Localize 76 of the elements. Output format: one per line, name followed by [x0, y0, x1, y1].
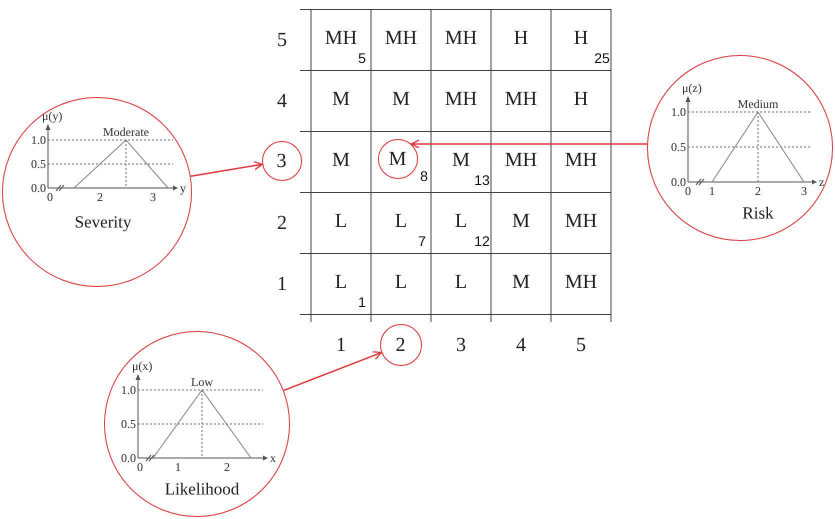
chart-title: Severity	[74, 214, 132, 230]
tick-label: 0.0	[31, 182, 46, 194]
risk-level: L	[394, 272, 408, 292]
cell-index: 25	[594, 51, 610, 65]
arrow	[410, 139, 648, 149]
arrow	[283, 351, 382, 392]
column-number: 4	[516, 335, 526, 355]
risk-level: M	[452, 150, 470, 170]
axis-label: μ(y)	[42, 110, 62, 122]
tick-label: 1.0	[671, 106, 686, 118]
risk-level: MH	[564, 272, 598, 292]
tick-label: 0.0	[671, 176, 686, 188]
cell-index: 13	[474, 173, 490, 187]
tick-label: 0	[47, 191, 53, 203]
risk-level: MH	[564, 210, 598, 230]
tick-label: 0	[685, 185, 691, 197]
row-number: 1	[277, 274, 287, 294]
axis-label: z	[819, 176, 824, 188]
risk-level: H	[514, 28, 528, 48]
curve-label: Medium	[738, 98, 778, 110]
tick-label: 0	[137, 461, 143, 473]
tick-label: 0.0	[121, 452, 136, 464]
column-number: 3	[456, 335, 466, 355]
axis-label: x	[270, 452, 276, 464]
risk-level: MH	[324, 28, 358, 48]
axis-number: 3	[276, 150, 286, 170]
curve-label: Low	[191, 376, 213, 388]
row-number: 5	[277, 30, 287, 50]
tick-label: 3	[150, 191, 156, 203]
risk-level: L	[454, 210, 468, 230]
risk-level: MH	[444, 28, 478, 48]
risk-level: M	[332, 88, 350, 108]
tick-label: 0.5	[31, 158, 46, 170]
cell-index: 8	[420, 169, 428, 183]
risk-level: MH	[444, 88, 478, 108]
row-number: 4	[277, 90, 287, 110]
risk-level: H	[574, 88, 588, 108]
tick-label: 0.5	[671, 141, 686, 153]
cell-index: 1	[358, 295, 366, 309]
risk-level: M	[392, 88, 410, 108]
cell-index: 5	[358, 51, 366, 65]
risk-level: L	[394, 210, 408, 230]
risk-level: MH	[504, 88, 538, 108]
axis-label: μ(x)	[132, 360, 152, 372]
risk-level: M	[388, 148, 406, 168]
axis-label: y	[180, 182, 186, 194]
risk-level: MH	[564, 150, 598, 170]
cell-index: 7	[418, 234, 426, 248]
tick-label: 0.5	[121, 418, 136, 430]
tick-label: 1.0	[121, 384, 136, 396]
risk-level: L	[454, 272, 468, 292]
tick-label: 2	[97, 191, 103, 203]
cell-index: 12	[474, 234, 490, 248]
axis-label: μ(z)	[682, 82, 702, 94]
risk-level: M	[332, 150, 350, 170]
tick-label: 3	[801, 185, 807, 197]
risk-level: MH	[504, 150, 538, 170]
chart-title: Likelihood	[164, 480, 240, 498]
tick-label: 1.0	[31, 134, 46, 146]
risk-level: H	[574, 28, 588, 48]
curve-label: Moderate	[103, 126, 149, 138]
column-number: 5	[576, 335, 586, 355]
risk-level: M	[512, 272, 530, 292]
column-number: 1	[336, 335, 346, 355]
tick-label: 2	[755, 185, 761, 197]
risk-level: L	[334, 210, 348, 230]
axis-number: 2	[396, 334, 406, 354]
chart-title: Risk	[742, 204, 774, 222]
risk-level: M	[512, 210, 530, 230]
arrow	[190, 161, 263, 178]
risk-level: MH	[384, 28, 418, 48]
risk-level: L	[334, 272, 348, 292]
tick-label: 2	[224, 461, 230, 473]
tick-label: 1	[709, 185, 715, 197]
tick-label: 1	[175, 461, 181, 473]
row-number: 2	[277, 212, 287, 232]
